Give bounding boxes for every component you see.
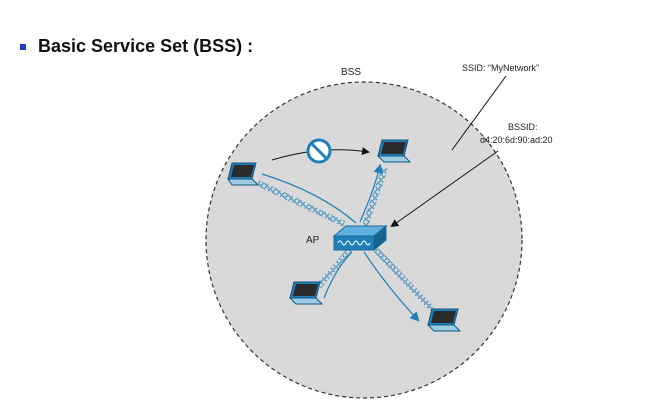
data-flow-arrows bbox=[261, 163, 420, 322]
bssid-label: BSSID: bbox=[508, 122, 538, 132]
bssid-value: d4:20:6d:90:ad:20 bbox=[480, 135, 553, 145]
bssid-pointer-arrow bbox=[390, 150, 499, 228]
no-entry-icon bbox=[306, 138, 332, 164]
bss-label: BSS bbox=[341, 67, 361, 78]
ap-label: AP bbox=[306, 235, 320, 246]
laptop-icon bbox=[227, 162, 260, 186]
ssid-pointer-line bbox=[451, 75, 507, 151]
heading-text: Basic Service Set (BSS) : bbox=[38, 36, 254, 56]
ssid-label: SSID: “MyNetwork” bbox=[462, 63, 539, 73]
laptop-icon bbox=[426, 308, 462, 332]
slide-heading: Basic Service Set (BSS) : bbox=[20, 36, 253, 57]
square-bullet-icon bbox=[20, 43, 26, 50]
laptop-icon bbox=[376, 139, 412, 163]
wireless-links bbox=[256, 167, 435, 312]
access-point-icon bbox=[332, 224, 388, 252]
laptop-icon bbox=[288, 281, 324, 305]
